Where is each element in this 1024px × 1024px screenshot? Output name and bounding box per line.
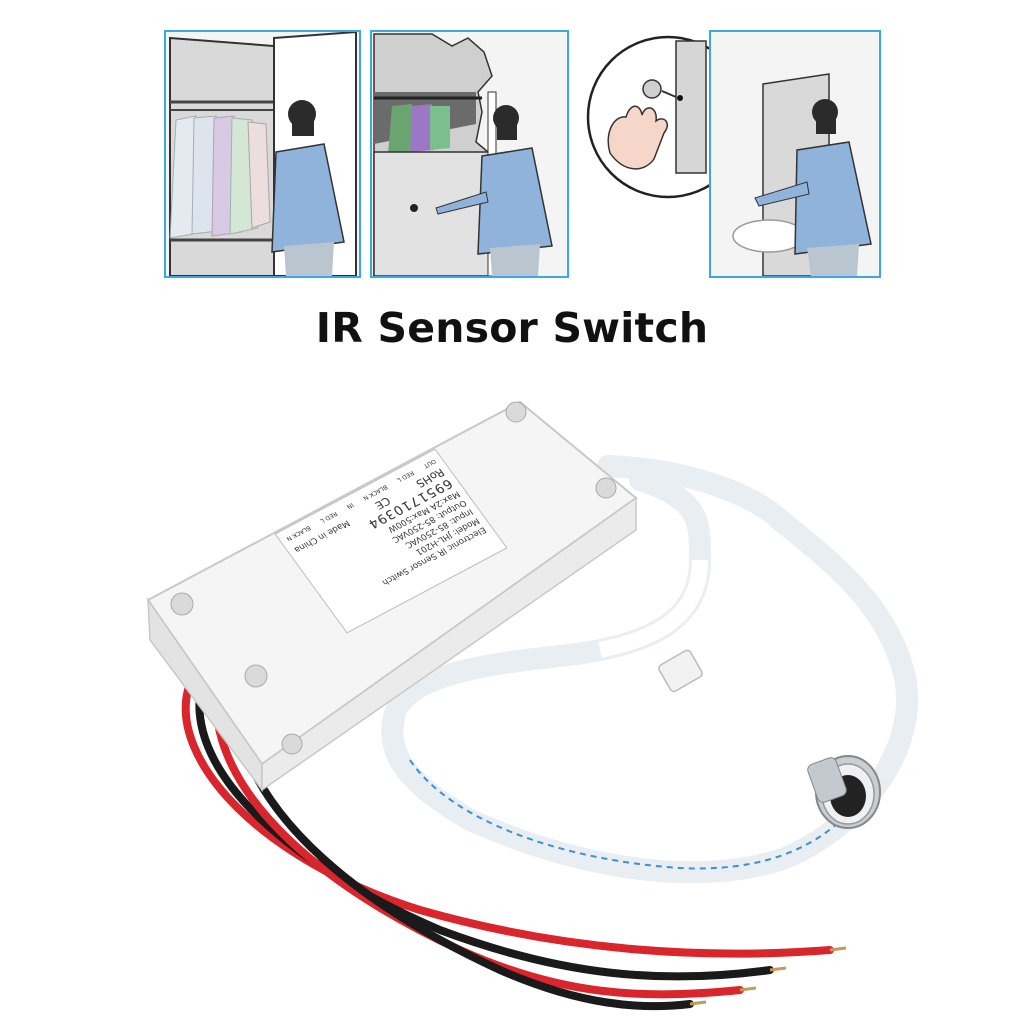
wardrobe-illustration (166, 32, 359, 276)
wire-tips (689, 946, 847, 1006)
label-in-terminal: IN (345, 501, 355, 510)
door-knob-icon (410, 204, 418, 212)
person-icon (754, 99, 872, 276)
sensor-head-icon (642, 79, 662, 99)
cable-connector (658, 649, 703, 693)
cable-stripe (409, 759, 861, 870)
page-title: IR Sensor Switch (315, 304, 709, 352)
clothes-icon (169, 115, 271, 239)
sink-icon (732, 219, 806, 253)
cabinet-door-scene (370, 30, 569, 278)
person-icon (271, 100, 345, 276)
clothes-icon (388, 104, 450, 154)
hand-wave-zoom (584, 33, 752, 201)
product-illustration (0, 380, 1024, 1024)
wardrobe-open-scene (164, 30, 361, 278)
sensor-button (807, 755, 881, 829)
sink-illustration (711, 32, 879, 276)
cabinet-illustration (372, 32, 567, 276)
hand-icon (607, 105, 668, 170)
person-icon (435, 105, 553, 276)
power-wires (181, 686, 834, 1011)
hand-wave-scene (709, 30, 881, 278)
